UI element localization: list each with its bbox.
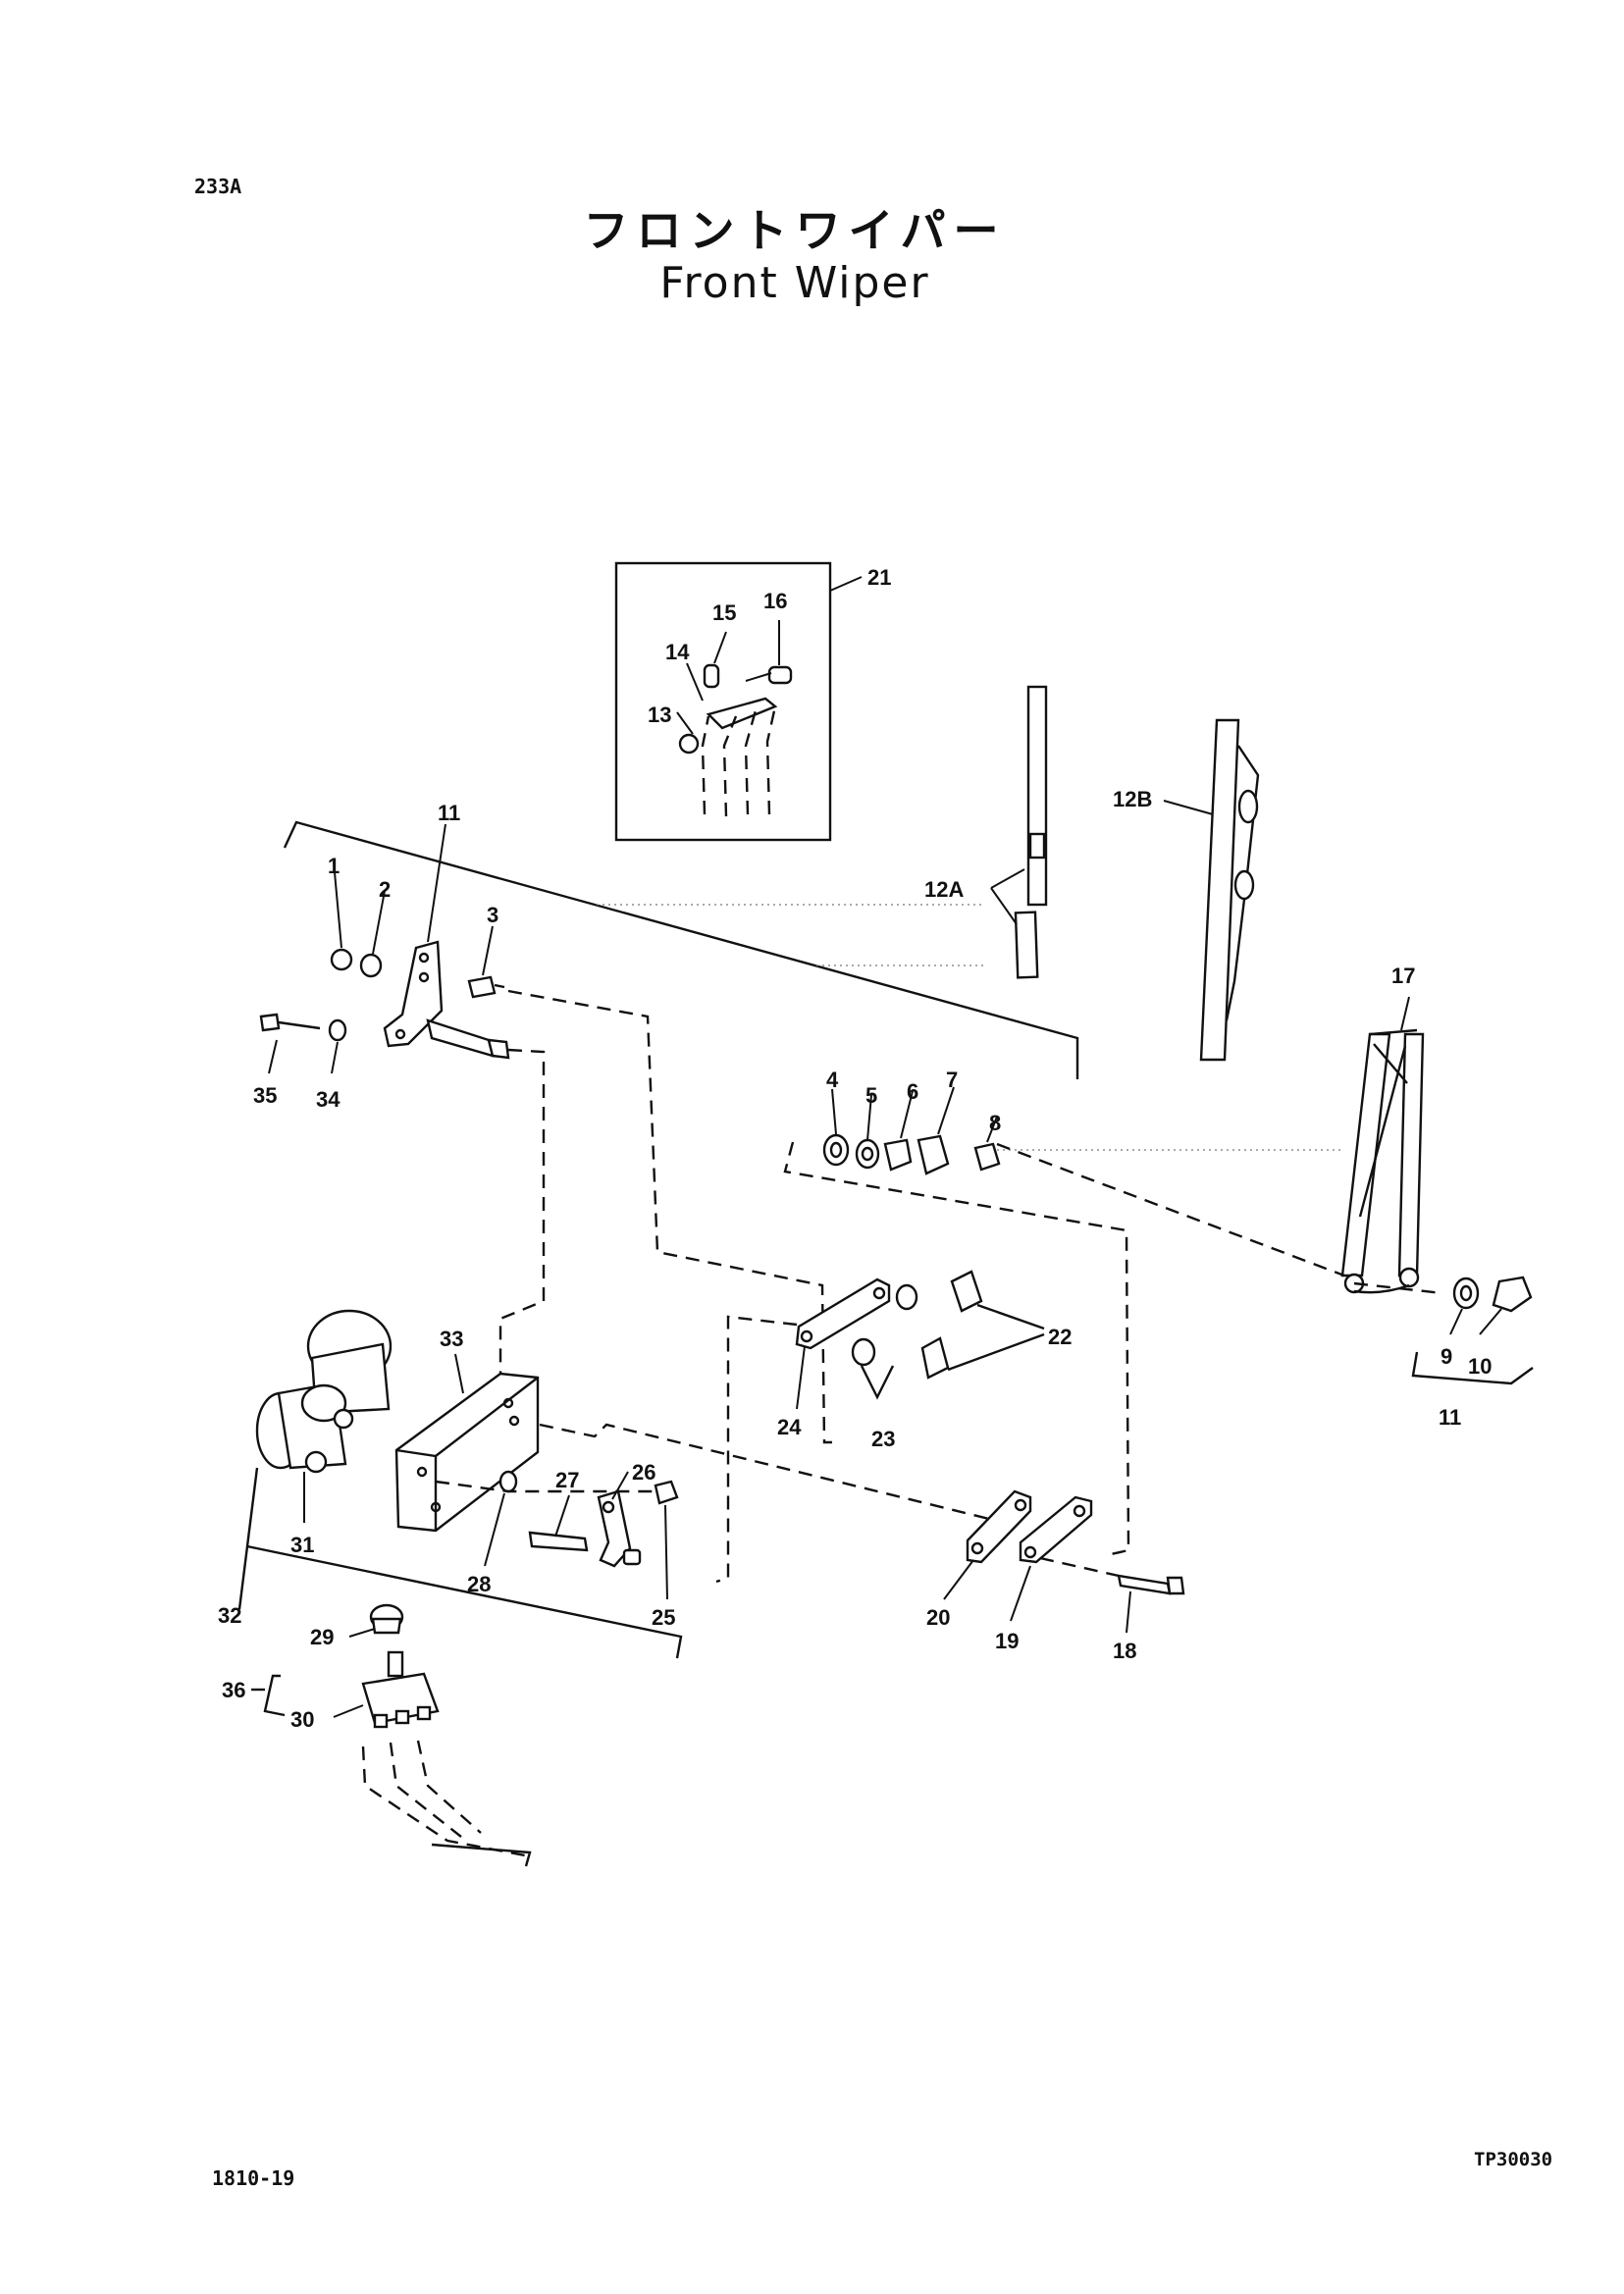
callout-21: 21 bbox=[867, 565, 891, 590]
callout-20: 20 bbox=[926, 1605, 950, 1630]
title-block: フロントワイパー Front Wiper bbox=[550, 204, 1040, 310]
callout-8: 8 bbox=[989, 1111, 1001, 1135]
bracket-11-top bbox=[283, 820, 1079, 1079]
callout-3: 3 bbox=[487, 903, 498, 927]
parts-1-3-11-34-35 bbox=[259, 823, 832, 1444]
callout-9: 9 bbox=[1441, 1344, 1452, 1369]
callout-18: 18 bbox=[1113, 1639, 1136, 1663]
parts-25-28 bbox=[435, 1470, 679, 1600]
title-japanese: フロントワイパー bbox=[583, 204, 1007, 257]
inset-box-21 bbox=[614, 561, 863, 842]
parts-22-23-24 bbox=[715, 1270, 1045, 1584]
callout-4: 4 bbox=[826, 1068, 839, 1092]
parts-18-19-20 bbox=[943, 1489, 1185, 1634]
callout-16: 16 bbox=[763, 589, 787, 613]
callout-31: 31 bbox=[290, 1533, 314, 1557]
callout-15: 15 bbox=[712, 600, 736, 625]
callout-26: 26 bbox=[632, 1460, 655, 1485]
callout-27: 27 bbox=[555, 1468, 579, 1492]
callout-32: 32 bbox=[218, 1603, 241, 1628]
callout-30: 30 bbox=[290, 1707, 314, 1732]
callout-11-right: 11 bbox=[1439, 1405, 1461, 1430]
callout-12B: 12B bbox=[1113, 787, 1152, 811]
page-code: 233A bbox=[194, 175, 242, 198]
callout-2: 2 bbox=[379, 877, 391, 902]
callout-1: 1 bbox=[328, 854, 340, 878]
callout-17: 17 bbox=[1391, 964, 1415, 988]
callout-10: 10 bbox=[1468, 1354, 1492, 1379]
footer-right-code: TP30030 bbox=[1474, 2149, 1553, 2170]
callout-13: 13 bbox=[648, 703, 671, 727]
callout-19: 19 bbox=[995, 1629, 1019, 1653]
wiper-arm-12B bbox=[1163, 718, 1260, 1062]
callout-5: 5 bbox=[865, 1083, 877, 1108]
callout-22: 22 bbox=[1048, 1325, 1072, 1349]
callout-7: 7 bbox=[946, 1068, 958, 1092]
callout-labels: 1 2 3 4 5 6 7 8 9 10 11 11 12A 12B 13 14… bbox=[218, 565, 1492, 1732]
parts-9-10 bbox=[1353, 1276, 1534, 1385]
wiper-blade-12A bbox=[597, 685, 1048, 979]
callout-36: 36 bbox=[222, 1678, 245, 1702]
wiper-link-17 bbox=[997, 996, 1425, 1294]
callout-23: 23 bbox=[871, 1427, 895, 1451]
title-english: Front Wiper bbox=[659, 258, 930, 309]
parts-29-30-36 bbox=[251, 1603, 532, 1867]
motor-31-32-33 bbox=[237, 1309, 990, 1659]
callout-29: 29 bbox=[310, 1625, 334, 1649]
callout-33: 33 bbox=[440, 1327, 463, 1351]
callout-14: 14 bbox=[665, 640, 690, 664]
callout-34: 34 bbox=[316, 1087, 341, 1112]
parts-4-8 bbox=[783, 1086, 1345, 1556]
footer-left-code: 1810-19 bbox=[212, 2166, 295, 2190]
callout-25: 25 bbox=[652, 1605, 675, 1630]
callout-28: 28 bbox=[467, 1572, 491, 1596]
callout-11-top: 11 bbox=[438, 801, 460, 825]
callout-12A: 12A bbox=[924, 877, 964, 902]
callout-35: 35 bbox=[253, 1083, 277, 1108]
callout-24: 24 bbox=[777, 1415, 802, 1439]
callout-6: 6 bbox=[907, 1079, 918, 1104]
